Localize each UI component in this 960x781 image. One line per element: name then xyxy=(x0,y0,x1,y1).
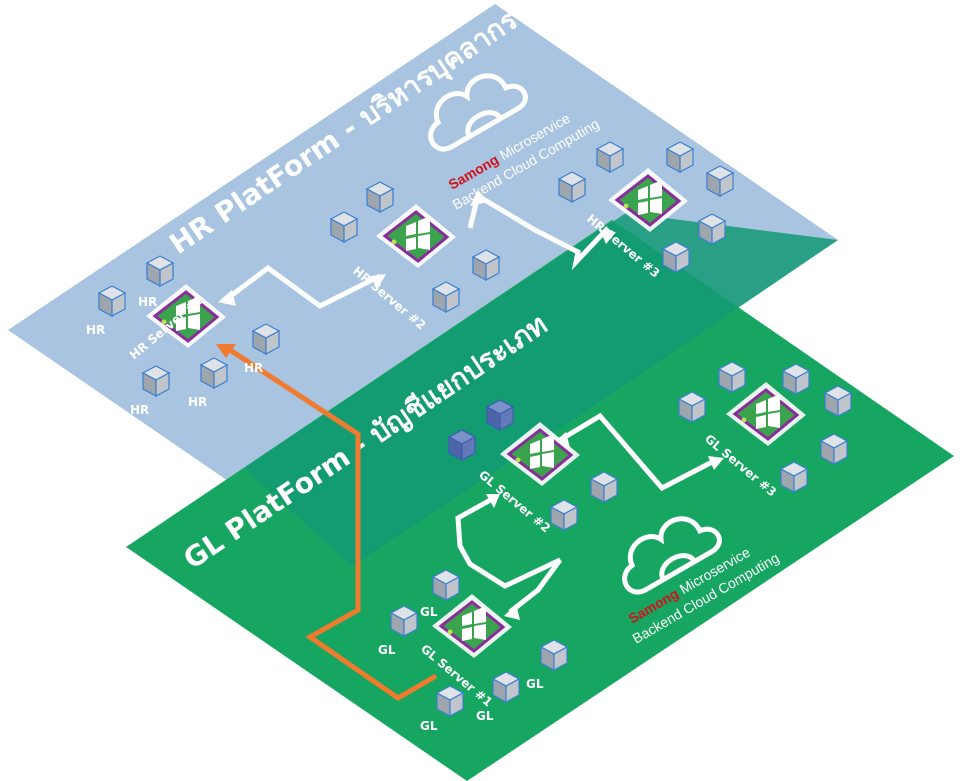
cube-node-icon xyxy=(252,323,280,355)
cube-node-icon xyxy=(142,365,170,397)
hr-platform-plane xyxy=(8,4,838,566)
hr-node-tags: HR HR HR HR HR xyxy=(86,295,263,417)
gl-node-tags: GL GL GL GL GL xyxy=(378,605,544,733)
cube-node-icon xyxy=(98,285,126,317)
cube-node-icon xyxy=(782,363,810,395)
cube-node-icon xyxy=(540,639,568,671)
cube-node-icon xyxy=(590,471,618,503)
hr-arrowheads xyxy=(218,190,616,306)
cube-node-icon xyxy=(662,241,690,273)
cube-node-icon xyxy=(678,391,706,423)
cube-node-icon xyxy=(390,605,418,637)
cube-node-icon xyxy=(330,211,358,243)
gl-node-tag: GL xyxy=(378,643,396,657)
platform-overlap-region xyxy=(244,213,838,566)
gl-node-tag: GL xyxy=(420,605,438,619)
cube-node-icon xyxy=(432,281,460,313)
cube-node-icon xyxy=(432,569,460,601)
cube-node-icon xyxy=(550,499,578,531)
gl-node-tag: GL xyxy=(476,709,494,723)
cube-node-icon xyxy=(366,181,394,213)
cube-node-icon xyxy=(666,141,694,173)
gl-node-tag: GL xyxy=(526,677,544,691)
cube-node-icon xyxy=(436,685,464,717)
cube-node-icon xyxy=(200,357,228,389)
hr-node-tag: HR xyxy=(86,323,105,337)
cube-node-icon xyxy=(824,385,852,417)
cube-node-icon xyxy=(596,141,624,173)
cube-node-icon xyxy=(146,255,174,287)
hr-node-tag: HR xyxy=(244,361,263,375)
gl-connectors xyxy=(455,412,718,614)
cube-node-icon xyxy=(780,461,808,493)
cube-node-icon xyxy=(718,361,746,393)
gl-platform-plane xyxy=(126,220,954,781)
cube-node-icon xyxy=(486,399,514,431)
cube-node-icon xyxy=(448,429,476,461)
cube-node-icon xyxy=(820,433,848,465)
hr-node-tag: HR xyxy=(188,395,207,409)
hr-node-tag: HR xyxy=(138,295,157,309)
gl-node-tag: GL xyxy=(420,719,438,733)
hr-node-tag: HR xyxy=(130,403,149,417)
cube-node-icon xyxy=(492,671,520,703)
cube-node-icon xyxy=(706,165,734,197)
cross-platform-path xyxy=(216,343,438,701)
cube-node-icon xyxy=(558,171,586,203)
cube-node-icon xyxy=(472,249,500,281)
hr-connectors xyxy=(226,192,610,309)
cube-node-icon xyxy=(698,213,726,245)
